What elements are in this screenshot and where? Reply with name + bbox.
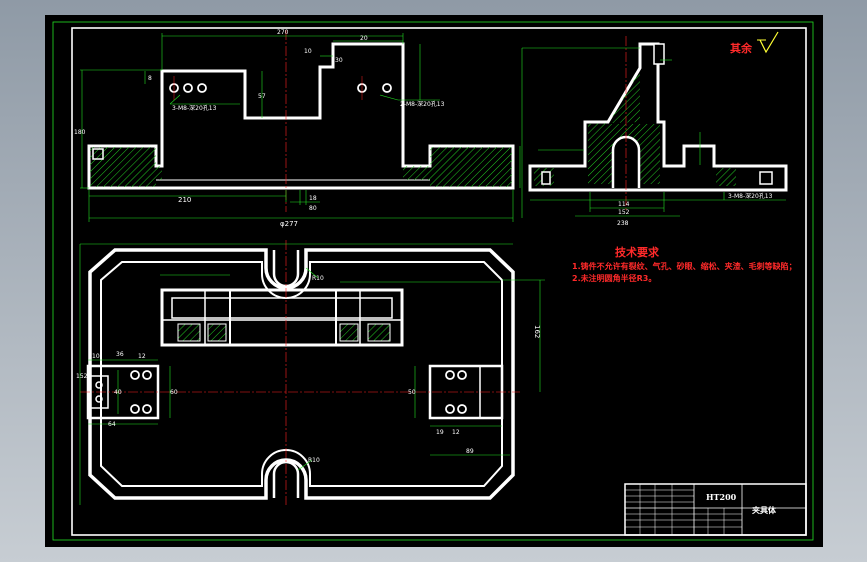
- dim-plan-60: 60: [170, 389, 178, 396]
- dim-plan-r10-bottom: R10: [308, 457, 320, 464]
- dim-plan-162: 162: [533, 325, 541, 338]
- roughness-symbol-icon: [759, 31, 779, 54]
- dim-top-width: 270: [277, 29, 289, 36]
- surface-finish-note: 其余: [730, 31, 779, 55]
- tapped-holes-left: [169, 83, 207, 93]
- dim-57: 57: [258, 93, 266, 100]
- dim-plan-50: 50: [408, 389, 416, 396]
- dim-height-180: 180: [74, 129, 86, 136]
- hole-note-left: 3-M8-深20孔13: [172, 104, 217, 112]
- hole-note-right: 2-M8-深20孔13: [400, 100, 445, 108]
- dim-side-152: 152: [618, 209, 630, 216]
- dim-top-left-a: 8: [148, 75, 152, 82]
- tech-req-title: 技术要求: [615, 245, 660, 259]
- tech-req-line-2: 2.未注明圆角半径R3。: [572, 273, 656, 283]
- outer-border: [52, 21, 814, 541]
- dim-plan-r10-top: R10: [312, 275, 324, 282]
- tech-req-line-1: 1.铸件不允许有裂纹、气孔、砂眼、缩松、夹渣、毛刺等缺陷；: [572, 261, 797, 272]
- side-hole-note: 3-M8-深20孔13: [728, 192, 773, 200]
- title-block: HT200 夹具体: [624, 483, 807, 536]
- dim-plan-64: 64: [108, 421, 116, 428]
- dim-277: φ277: [280, 220, 298, 228]
- dim-plan-36: 36: [116, 351, 124, 358]
- dim-side-114: 114: [618, 201, 630, 208]
- inner-border: [71, 27, 807, 536]
- title-material: HT200: [706, 492, 737, 502]
- dim-plan-40: 40: [114, 389, 122, 396]
- side-dimensions: [521, 47, 786, 218]
- surface-finish-label: 其余: [730, 41, 753, 55]
- dim-80: 80: [309, 205, 317, 212]
- dim-plan-19: 19: [436, 429, 444, 436]
- dim-plan-89: 89: [466, 448, 474, 455]
- title-part-name: 夹具体: [752, 505, 777, 515]
- dim-plan-12a: 12: [138, 353, 146, 360]
- dim-top-30: 30: [335, 57, 343, 64]
- drawing-viewport[interactable]: [45, 15, 823, 547]
- side-view: 114 152 238 3-M8-深20孔13: [521, 36, 788, 227]
- tapped-holes-right: [357, 83, 392, 93]
- dim-18: 18: [309, 195, 317, 202]
- dim-210: 210: [178, 196, 191, 204]
- dim-t10: 10: [304, 48, 312, 55]
- dim-plan-12b: 12: [452, 429, 460, 436]
- dim-side-238: 238: [617, 220, 629, 227]
- dim-top-small: 20: [360, 35, 368, 42]
- front-view: 270 10 20 30 57 8 180 3-M8-深20孔13 2-M8-深…: [74, 29, 521, 228]
- dim-plan-side: 152: [76, 373, 88, 380]
- dim-plan-10: 10: [92, 353, 100, 360]
- plan-dimensions: [79, 243, 545, 505]
- front-dimensions: [80, 33, 521, 222]
- technical-requirements: 技术要求 1.铸件不允许有裂纹、气孔、砂眼、缩松、夹渣、毛刺等缺陷； 2.未注明…: [572, 245, 797, 283]
- plan-view: R10 162 10 36 12 152 40 60 64 19 12 50 8…: [76, 240, 545, 505]
